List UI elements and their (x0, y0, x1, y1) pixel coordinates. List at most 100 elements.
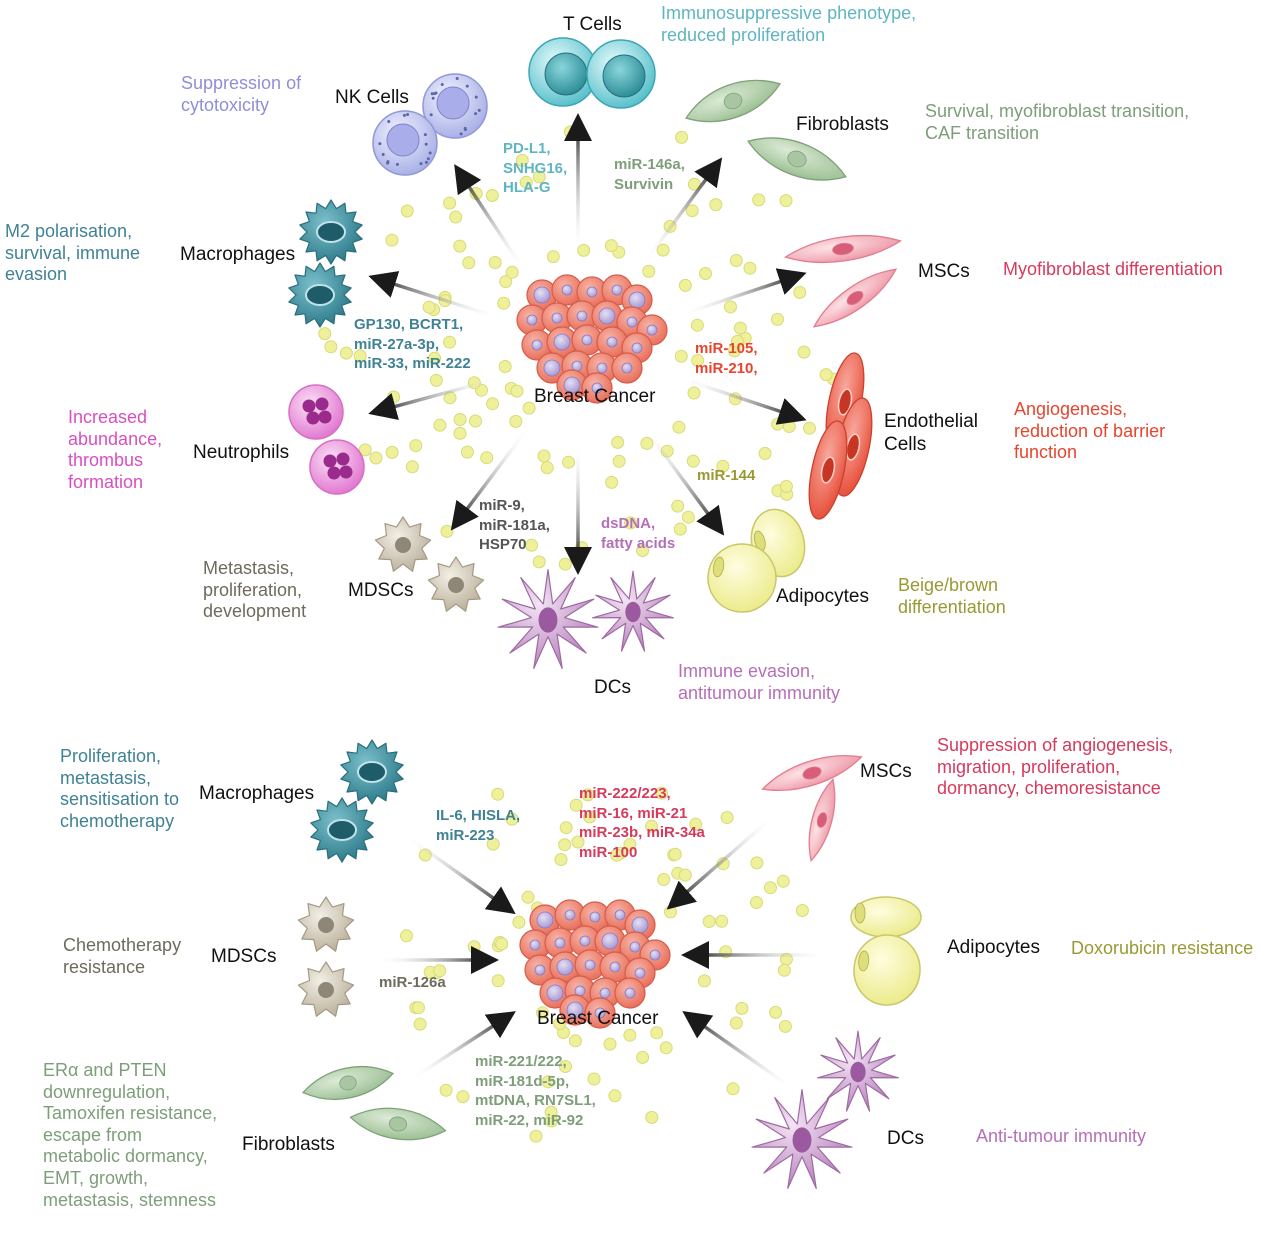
tumour-nucleus (629, 941, 641, 953)
vesicle (353, 349, 367, 363)
tumour-nucleus (611, 284, 623, 296)
tumour-nucleus (551, 312, 563, 324)
top-endothelial-molecules: miR-105, miR-210, (695, 340, 758, 377)
tumour-nucleus (576, 310, 588, 322)
vesicle (491, 974, 505, 988)
vesicle (726, 1082, 740, 1096)
arrow-to-adipocytes (643, 426, 725, 536)
granule (474, 112, 478, 116)
vesicle (777, 963, 791, 977)
vesicle (730, 334, 744, 348)
vesicle (605, 475, 619, 489)
vesicle (540, 461, 554, 475)
arrow-from-fibroblasts (409, 1011, 516, 1082)
top-adipocytes-molecules: miR-144 (697, 467, 756, 484)
vesicle (488, 256, 502, 269)
tumour-nucleus (634, 967, 646, 979)
vesicle (764, 881, 777, 895)
granule (406, 112, 410, 116)
top-mdsc-1-nucleus (395, 537, 411, 553)
vesicle (778, 1019, 792, 1033)
vesicle (536, 1006, 549, 1020)
vesicle (659, 1041, 673, 1055)
vesicle (569, 798, 583, 812)
granule (465, 84, 469, 88)
vesicle (716, 459, 730, 473)
bottom-macrophage-2-nucleus (327, 819, 357, 841)
tumour-nucleus (598, 307, 616, 325)
vesicle (324, 340, 338, 354)
top-fibroblast-2 (747, 137, 847, 181)
bottom-mdsc-2-nucleus (318, 982, 334, 998)
vesicle (413, 1017, 427, 1031)
bottom-fibroblasts-molecules: miR-221/222, miR-181d-5p, mtDNA, RN7SL1,… (475, 1053, 596, 1129)
vesicle (480, 451, 494, 465)
top-fibroblast-2-nucleus (787, 150, 807, 168)
arrow-to-fibroblasts (643, 157, 723, 264)
granule (426, 157, 430, 161)
top-neutrophil-1-lobe (318, 410, 332, 424)
vesicle (758, 446, 772, 460)
vesicle (672, 420, 686, 434)
tumour-nucleus (606, 336, 618, 348)
tumour-nucleus (631, 916, 649, 934)
vesicle (674, 349, 688, 363)
vesicle (636, 544, 650, 557)
tumour-nucleus (589, 911, 601, 923)
bottom-breast-cancer-cluster (519, 899, 671, 1029)
bottom-mdscs-label: MDSCs (211, 946, 277, 967)
vesicle (735, 1001, 749, 1015)
vesicle (532, 555, 546, 569)
top-macrophages-molecules: GP130, BCRT1, miR-27a-3p, miR-33, miR-22… (354, 316, 471, 372)
vesicle (519, 175, 533, 189)
vesicle (702, 915, 716, 928)
vesicle (318, 327, 332, 341)
tumour-nucleus (626, 316, 638, 328)
bottom-msc-2-nucleus (816, 812, 828, 828)
vesicle (532, 170, 546, 184)
top-nk-cell-2-nucleus (386, 123, 420, 157)
vesicle (793, 285, 807, 299)
vesicle (453, 426, 467, 440)
tumour-nucleus (581, 334, 593, 346)
top-mdscs-label: MDSCs (348, 580, 414, 601)
vesicle (544, 1105, 558, 1119)
vesicle (720, 811, 734, 824)
top-fibroblast-1-nucleus (723, 92, 743, 110)
tumour-nucleus (624, 987, 636, 999)
top-nk-cell-1-nucleus (436, 86, 470, 120)
top-msc-2 (812, 268, 898, 328)
vesicle (604, 239, 618, 253)
granule (440, 82, 444, 86)
vesicle (422, 300, 436, 314)
top-neutrophil-2-lobe (323, 454, 337, 468)
vesicle (428, 351, 442, 365)
top-nk-cells-label: NK Cells (335, 87, 409, 108)
vesicle (385, 445, 399, 459)
vesicle (612, 454, 626, 468)
top-neutrophil-2-lobe (339, 465, 353, 479)
vesicle (636, 1050, 650, 1064)
tumour-nucleus (579, 935, 591, 947)
bottom-fibroblasts-effect: ERα and PTEN downregulation, Tamoxifen r… (43, 1060, 218, 1210)
vesicle (453, 239, 467, 253)
bottom-msc-2 (808, 778, 836, 862)
vesicle (650, 1026, 664, 1040)
vesicle (797, 345, 811, 359)
vesicle (687, 386, 701, 400)
vesicle (715, 914, 729, 928)
vesicle (795, 904, 809, 917)
vesicle (645, 1110, 659, 1124)
top-dcs-effect: Immune evasion, antitumour immunity (678, 661, 841, 703)
top-endothelial-label: Endothelial Cells (884, 411, 979, 455)
vesicle (782, 420, 796, 433)
top-macrophage-1-nucleus (316, 221, 346, 243)
granule (424, 160, 428, 164)
top-endothelial-effect: Angiogenesis, reduction of barrier funct… (1014, 399, 1166, 463)
vesicle (486, 837, 500, 851)
top-endothelial-3-nucleus (820, 456, 836, 484)
vesicle (562, 455, 575, 469)
bottom-macrophages-molecules: IL-6, HISLA, miR-223 (436, 807, 521, 844)
tumour-nucleus (599, 987, 611, 999)
